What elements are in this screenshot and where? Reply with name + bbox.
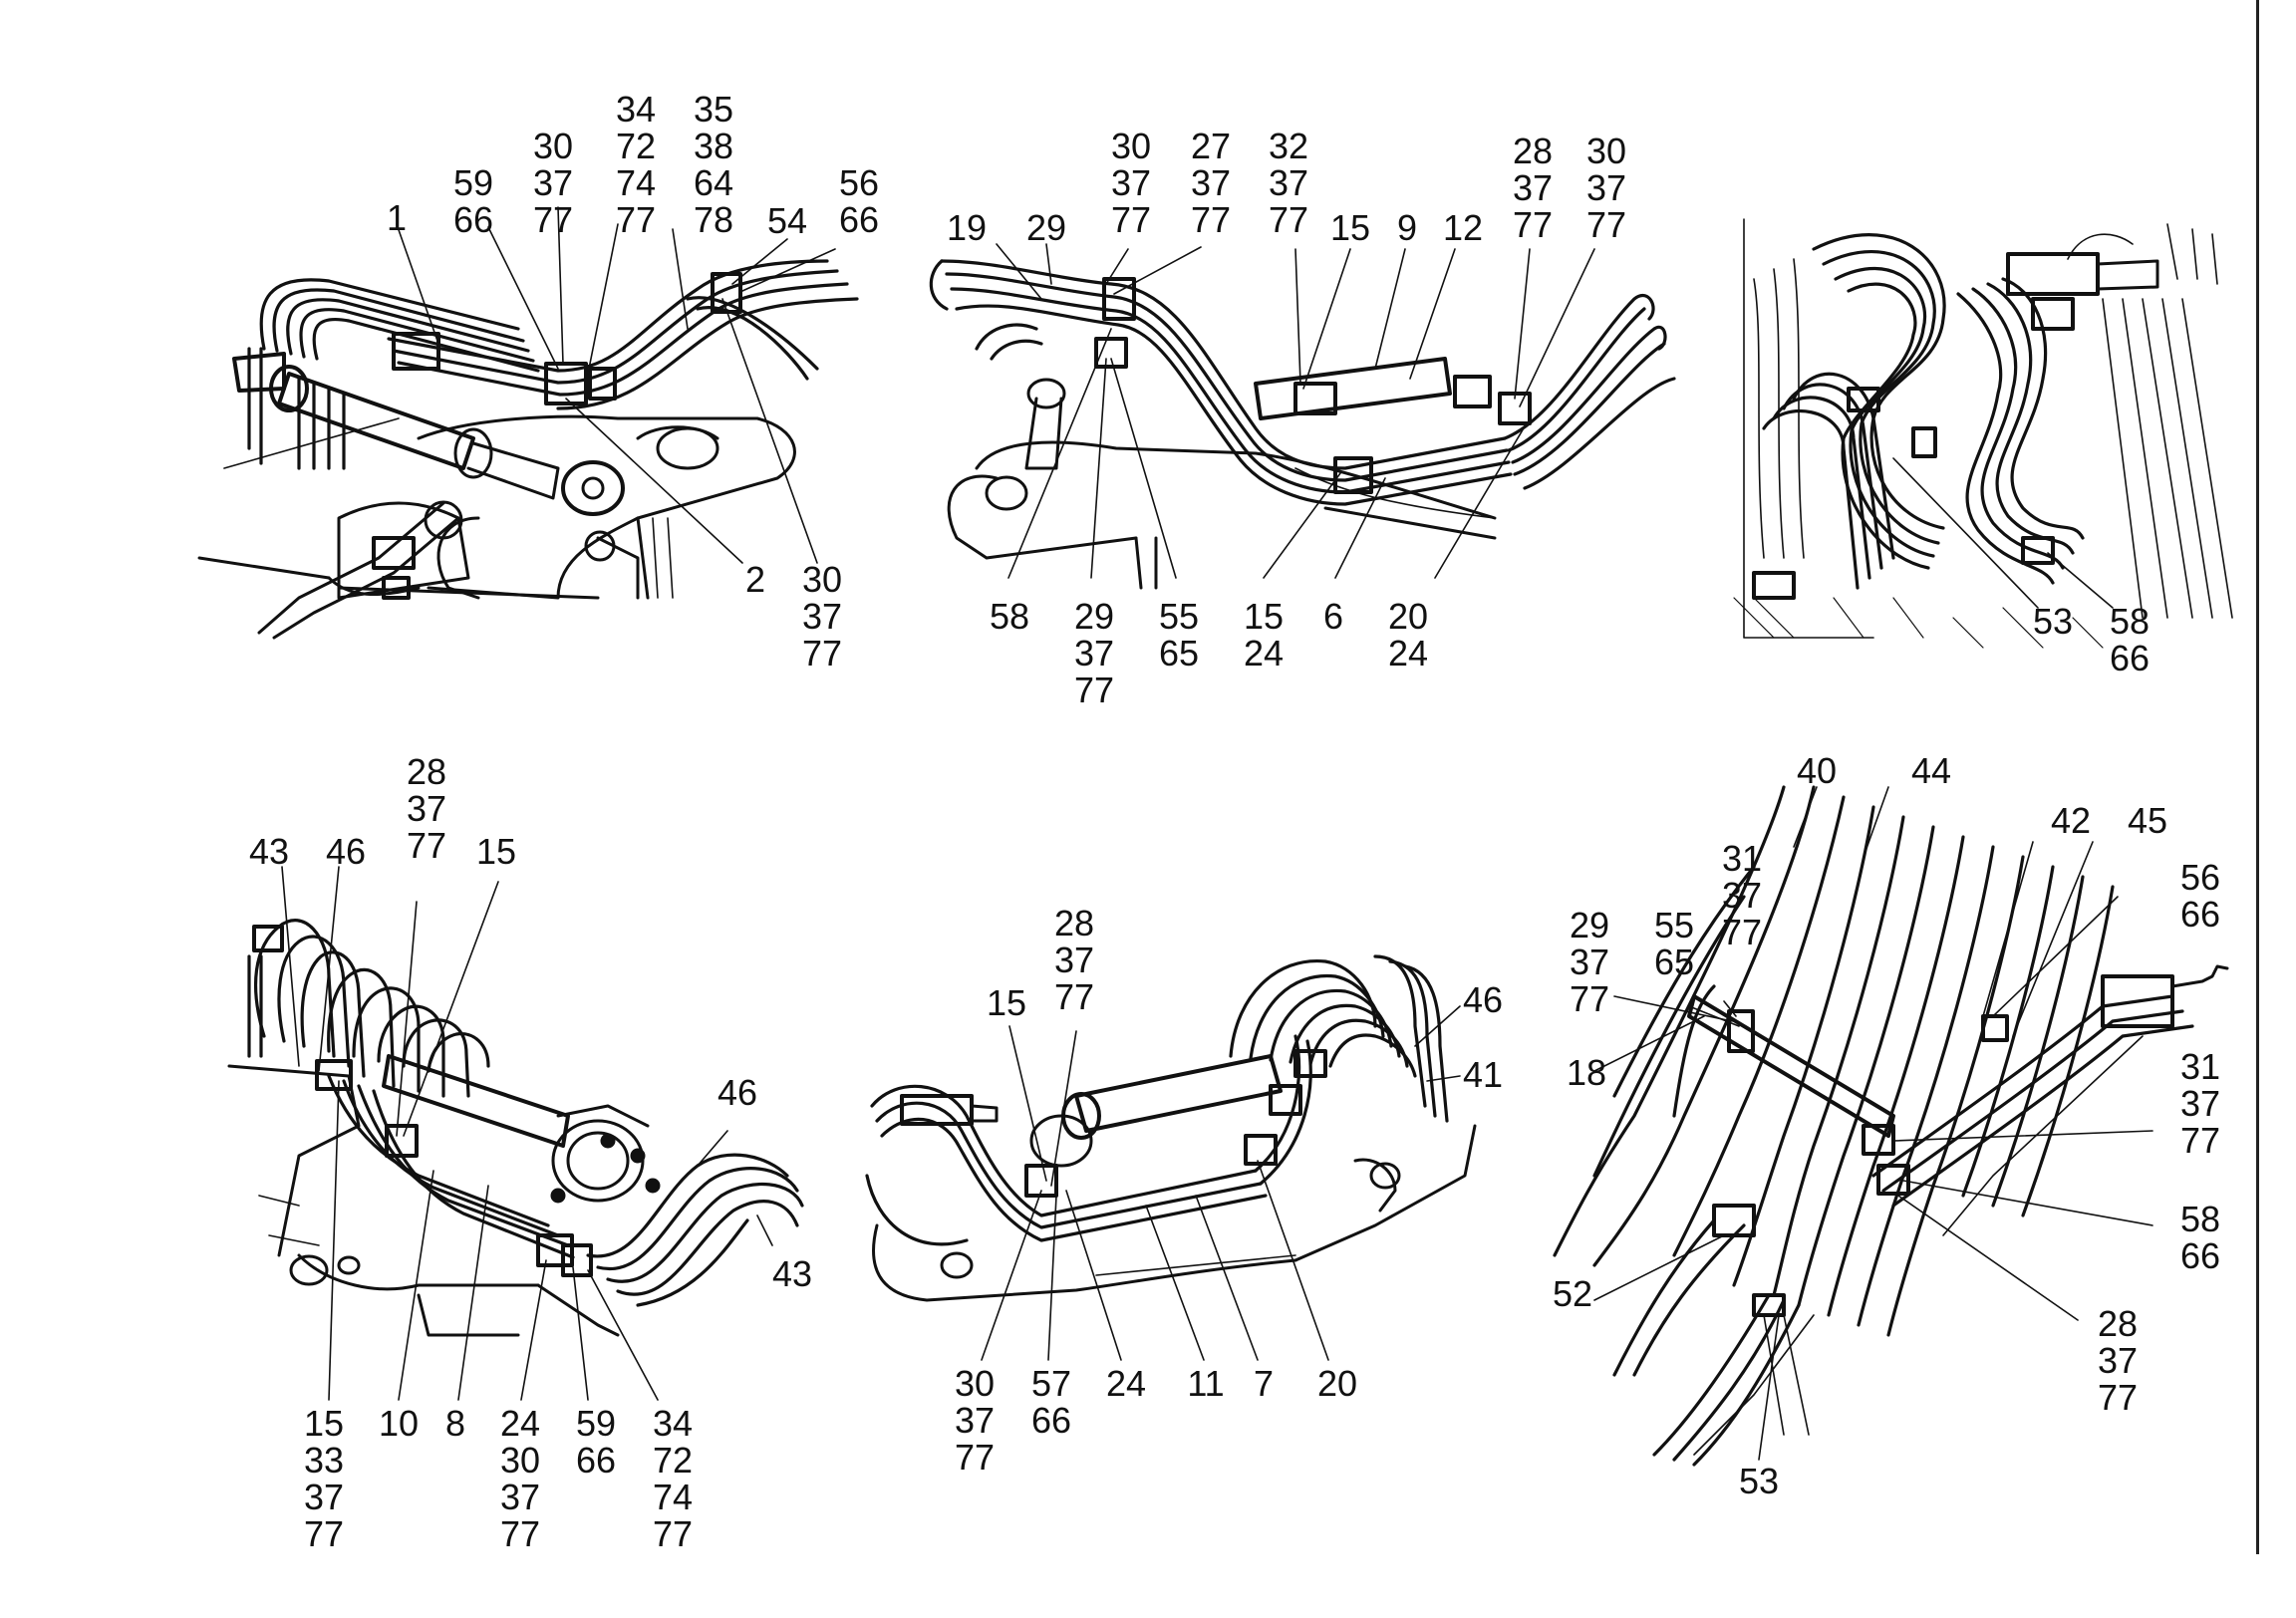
fig1-callout-5: 54 [766, 200, 808, 241]
page-frame-rule [2256, 0, 2259, 1554]
fig2-callout-8: 28 37 77 [1512, 131, 1554, 245]
fig5-callout-5: 57 66 [1030, 1363, 1072, 1441]
fig6-callout-11: 52 [1552, 1273, 1593, 1314]
fig5-callout-1: 15 [986, 982, 1027, 1023]
fig1-callout-4: 35 38 64 78 [693, 89, 734, 240]
fig1-callout-1: 59 66 [452, 162, 494, 240]
fig3-callout-1: 58 66 [2109, 601, 2151, 678]
fig1-callout-0: 1 [386, 197, 408, 238]
fig2-drawing [929, 243, 1676, 590]
fig5-callout-6: 24 [1105, 1363, 1147, 1404]
fig2-callout-4: 32 37 77 [1268, 126, 1309, 240]
fig2-callout-5: 15 [1329, 207, 1371, 248]
fig5-drawing [865, 954, 1477, 1361]
fig6-callout-3: 45 [2127, 800, 2168, 841]
fig4-callout-7: 10 [378, 1403, 420, 1444]
fig1-callout-2: 30 37 77 [532, 126, 574, 240]
fig6-drawing [1553, 785, 2229, 1467]
fig6-callout-6: 55 65 [1653, 905, 1695, 982]
fig4-callout-8: 8 [444, 1403, 466, 1444]
fig1-callout-7: 2 [744, 559, 766, 600]
fig4-callout-11: 34 72 74 77 [652, 1403, 694, 1554]
fig4-callout-2: 28 37 77 [406, 751, 447, 866]
fig4-callout-0: 43 [248, 831, 290, 872]
fig5-callout-9: 20 [1316, 1363, 1358, 1404]
fig2-callout-13: 15 24 [1243, 596, 1285, 674]
fig2-callout-1: 29 [1025, 207, 1067, 248]
fig4-drawing [227, 866, 804, 1401]
fig6-callout-5: 29 37 77 [1569, 905, 1610, 1019]
fig6-callout-13: 53 [1738, 1461, 1780, 1501]
fig4-callout-10: 59 66 [575, 1403, 617, 1481]
fig5-callout-3: 41 [1462, 1054, 1504, 1095]
fig5-callout-4: 30 37 77 [954, 1363, 996, 1478]
fig2-callout-10: 58 [989, 596, 1030, 637]
fig6-callout-0: 40 [1796, 750, 1838, 791]
fig1-callout-8: 30 37 77 [801, 559, 843, 674]
fig6-callout-1: 44 [1910, 750, 1952, 791]
fig4-callout-6: 15 33 37 77 [303, 1403, 345, 1554]
fig6-callout-8: 18 [1566, 1052, 1607, 1093]
fig1-callout-6: 56 66 [838, 162, 880, 240]
fig3-drawing [1733, 218, 2233, 649]
fig1-drawing [197, 206, 859, 640]
fig5-callout-7: 11 [1187, 1363, 1225, 1404]
fig2-callout-14: 6 [1322, 596, 1344, 637]
fig5-callout-8: 7 [1253, 1363, 1275, 1404]
fig5-callout-2: 46 [1462, 979, 1504, 1020]
fig4-callout-3: 15 [475, 831, 517, 872]
fig2-callout-3: 27 37 77 [1190, 126, 1232, 240]
fig4-callout-9: 24 30 37 77 [499, 1403, 541, 1554]
fig4-callout-4: 46 [717, 1072, 758, 1113]
fig6-callout-10: 58 66 [2179, 1199, 2221, 1276]
fig4-callout-5: 43 [771, 1253, 813, 1294]
fig2-callout-11: 29 37 77 [1073, 596, 1115, 710]
fig4-callout-1: 46 [325, 831, 367, 872]
fig6-callout-12: 28 37 77 [2097, 1303, 2139, 1418]
fig5-callout-0: 28 37 77 [1053, 903, 1095, 1017]
fig2-callout-7: 12 [1442, 207, 1484, 248]
fig3-callout-0: 53 [2032, 601, 2074, 642]
fig1-callout-3: 34 72 74 77 [615, 89, 657, 240]
fig2-callout-15: 20 24 [1387, 596, 1429, 674]
fig6-callout-2: 42 [2050, 800, 2092, 841]
fig2-callout-0: 19 [946, 207, 988, 248]
fig6-callout-9: 31 37 77 [2179, 1046, 2221, 1161]
fig6-callout-7: 56 66 [2179, 857, 2221, 935]
fig2-callout-2: 30 37 77 [1110, 126, 1152, 240]
fig2-callout-6: 9 [1396, 207, 1418, 248]
fig2-callout-12: 55 65 [1158, 596, 1200, 674]
fig2-callout-9: 30 37 77 [1585, 131, 1627, 245]
fig6-callout-4: 31 37 77 [1721, 838, 1763, 952]
